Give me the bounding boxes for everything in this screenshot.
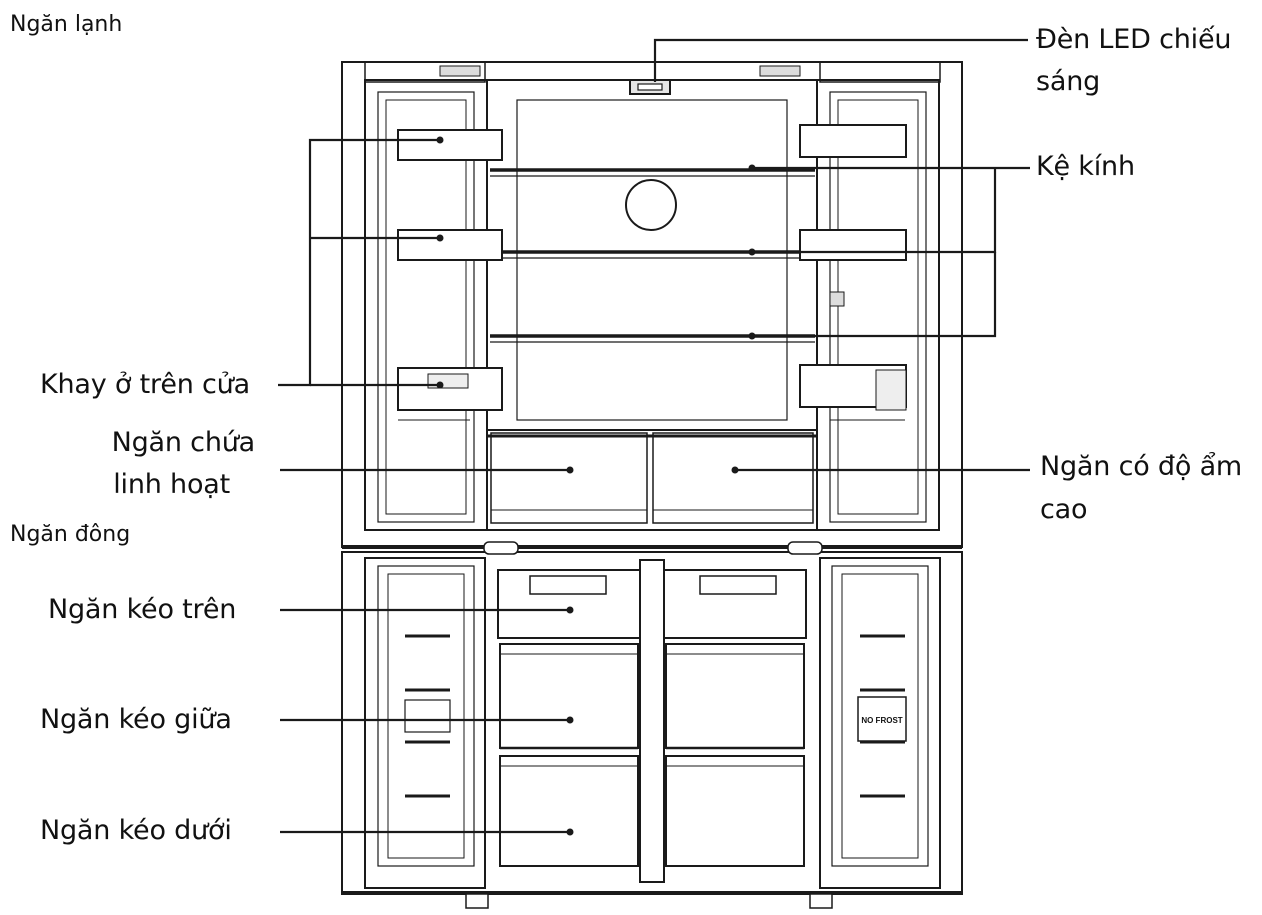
leader-door-tray: [278, 138, 440, 387]
label-flex-line1: Ngăn chứa: [111, 427, 256, 458]
label-door-tray: Khay ở trên cửa: [40, 369, 250, 400]
label-led-line2: sáng: [1036, 66, 1101, 97]
leader-shelf-3: [752, 252, 997, 338]
label-flex-line2: linh hoạt: [113, 469, 230, 500]
label-glass-shelf: Kệ kính: [1036, 151, 1135, 182]
label-bottom-drawer: Ngăn kéo dưới: [40, 815, 232, 846]
leader-lines: [278, 38, 1030, 834]
leader-dots: [436, 136, 756, 836]
label-mid-drawer: Ngăn kéo giữa: [40, 704, 232, 735]
section-label-freezer: Ngăn đông: [10, 522, 131, 547]
cabinet-outline: [341, 61, 963, 895]
leader-led: [653, 38, 1028, 82]
air-vent-icon: [625, 179, 677, 231]
label-top-drawer: Ngăn kéo trên: [48, 594, 237, 625]
label-humid-line2: cao: [1040, 494, 1088, 525]
section-label-fridge: Ngăn lạnh: [10, 12, 123, 37]
led-light-icon: [629, 79, 671, 95]
label-led-line1: Đèn LED chiếu: [1036, 24, 1232, 55]
label-humid-line1: Ngăn có độ ẩm: [1040, 451, 1243, 482]
no-frost-badge: NO FROST: [861, 716, 902, 725]
